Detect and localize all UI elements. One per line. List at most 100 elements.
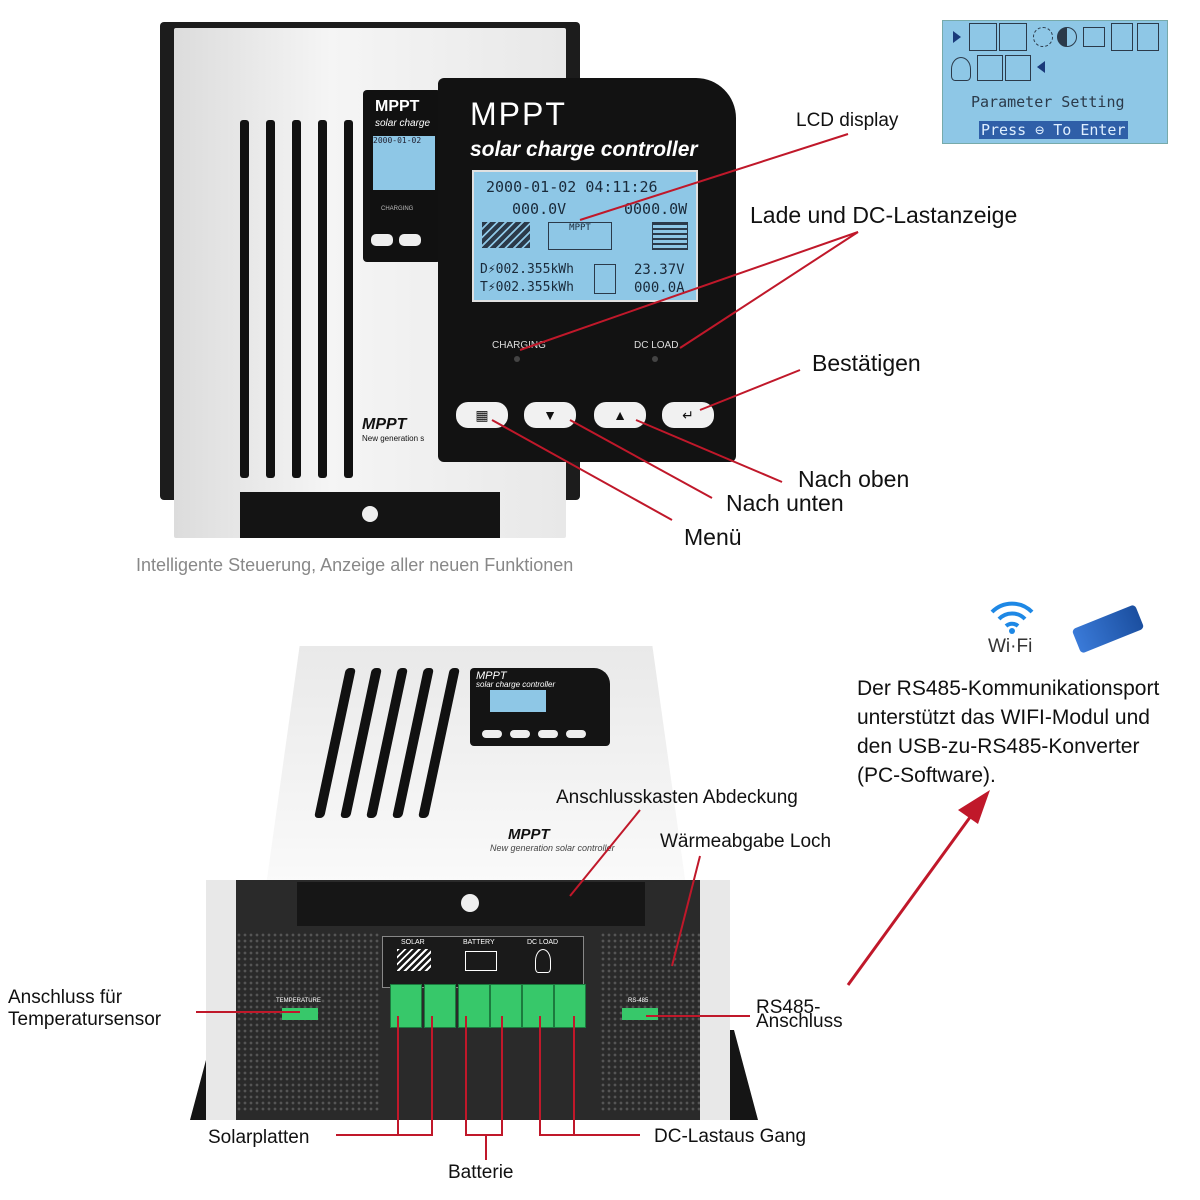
up-button[interactable]: ▲ — [594, 402, 646, 428]
line-heat — [671, 855, 701, 967]
cover-screw-icon — [461, 894, 479, 912]
tools-icon — [969, 23, 997, 51]
line-solar-b — [398, 1016, 433, 1136]
annotation-cover: Anschlusskasten Abdeckung — [556, 787, 798, 808]
bottom-side-left — [206, 880, 236, 1120]
line-up — [635, 419, 783, 483]
bottom-side-right — [700, 880, 730, 1120]
bulb-icon — [951, 57, 971, 81]
annotation-lcd: LCD display — [796, 110, 899, 131]
cover-screw-icon — [362, 506, 378, 522]
annotation-menu: Menü — [684, 524, 742, 550]
dc-load-led — [652, 356, 658, 362]
bottom-front-panel: MPPT solar charge controller — [470, 668, 610, 746]
back-button — [399, 234, 421, 246]
back-brand-strip: MPPT New generation s — [362, 416, 442, 443]
annotation-rs485-1: RS485- — [756, 997, 821, 1018]
battery-negative-terminal[interactable] — [490, 984, 522, 1028]
annotation-confirm: Bestätigen — [812, 350, 921, 376]
battery-icon — [465, 951, 497, 971]
annotation-temp-sensor-2: Temperatursensor — [8, 1009, 162, 1030]
group-dc-load: DC LOAD — [527, 939, 559, 946]
brightness-icon — [1033, 27, 1053, 47]
back-brand: MPPT — [375, 98, 420, 115]
temp-port-label: TEMPERATURE — [276, 998, 321, 1004]
back-indicator: CHARGING — [381, 206, 414, 212]
language-icon — [1005, 55, 1031, 81]
line-load-a — [539, 1016, 640, 1136]
vent-slot — [240, 120, 249, 478]
solar-panel-icon — [482, 222, 530, 248]
bottom-button — [538, 730, 558, 738]
lcd-battery-voltage: 23.37V — [634, 262, 685, 278]
heat-grille-right — [600, 932, 700, 1112]
lcd-datetime: 2000-01-02 04:11:26 — [486, 178, 658, 196]
arrow-left-icon — [1037, 61, 1045, 73]
menu-prompt: Press ⊖ To Enter — [979, 121, 1128, 139]
rs485-port-label: RS-485 — [628, 998, 649, 1004]
load-positive-terminal[interactable] — [522, 984, 554, 1028]
group-battery: BATTERY — [463, 939, 495, 946]
document-icon — [1111, 23, 1133, 51]
annotation-dc-load: DC-Lastaus Gang — [654, 1126, 807, 1147]
annotation-leds: Lade und DC-Lastanzeige — [750, 202, 1018, 228]
heat-grille-left — [236, 932, 380, 1112]
vent-slot — [292, 120, 301, 478]
layout-icon — [999, 23, 1027, 51]
wifi-icon — [990, 601, 1034, 634]
annotation-solar: Solarplatten — [208, 1127, 310, 1148]
comms-text-2: unterstützt das WIFI-Modul und — [857, 706, 1150, 729]
back-tagline: New generation s — [362, 434, 425, 443]
annotation-up: Nach oben — [798, 466, 910, 492]
line-lcd — [579, 133, 849, 221]
top-caption: Intelligente Steuerung, Anzeige aller ne… — [136, 555, 574, 575]
comms-text-4: (PC-Software). — [857, 764, 996, 787]
line-cover — [569, 809, 641, 897]
speaker-icon — [1083, 27, 1105, 47]
vent-slot — [344, 120, 353, 478]
file-icon — [1137, 23, 1159, 51]
comms-text-3: den USB-zu-RS485-Konverter — [857, 735, 1140, 758]
bottom-button — [566, 730, 586, 738]
line-solar-a — [336, 1016, 399, 1136]
annotation-rs485-2: Anschluss — [756, 1011, 843, 1032]
line-charging — [519, 231, 859, 351]
lcd-voltage: 000.0V — [512, 200, 567, 218]
solar-positive-terminal[interactable] — [390, 984, 422, 1028]
solar-panel-icon — [397, 949, 431, 971]
line-confirm — [699, 369, 801, 411]
battery-positive-terminal[interactable] — [458, 984, 490, 1028]
down-button[interactable]: ▼ — [524, 402, 576, 428]
group-solar: SOLAR — [401, 939, 425, 946]
back-button — [371, 234, 393, 246]
charging-led — [514, 356, 520, 362]
vent-slot — [318, 120, 327, 478]
bottom-branding: MPPT New generation solar controller — [490, 826, 615, 853]
load-negative-terminal[interactable] — [554, 984, 586, 1028]
line-menu — [491, 419, 673, 521]
battery-icon — [652, 222, 688, 250]
contrast-icon — [1057, 27, 1077, 47]
bottom-button — [482, 730, 502, 738]
annotation-heat: Wärmeabgabe Loch — [660, 831, 832, 852]
annotation-down: Nach unten — [726, 490, 844, 516]
confirm-button[interactable]: ↵ — [662, 402, 714, 428]
solar-negative-terminal[interactable] — [424, 984, 456, 1028]
bottom-lcd — [490, 690, 546, 712]
back-small-display: MPPT solar charge 2000-01-02 CHARGING — [363, 90, 441, 262]
lcd-current: 000.0A — [634, 280, 685, 296]
lcd-power: 0000.0W — [624, 200, 688, 218]
arrow-right-icon — [953, 31, 961, 43]
lcd-mppt-label: MPPT — [569, 223, 591, 233]
terminal-cover — [240, 492, 500, 538]
back-subtitle: solar charge — [375, 118, 431, 129]
comms-text-1: Der RS485-Kommunikationsport — [857, 677, 1160, 700]
front-brand: MPPT — [470, 96, 567, 132]
line-battery — [465, 1016, 503, 1136]
bottom-button — [510, 730, 530, 738]
dc-load-indicator-label: DC LOAD — [634, 340, 679, 351]
lcd-energy-1: D⚡002.355kWh — [480, 262, 574, 277]
terminal-label-panel: SOLAR BATTERY DC LOAD — [382, 936, 584, 988]
bottom-tagline: New generation solar controller — [490, 843, 615, 853]
